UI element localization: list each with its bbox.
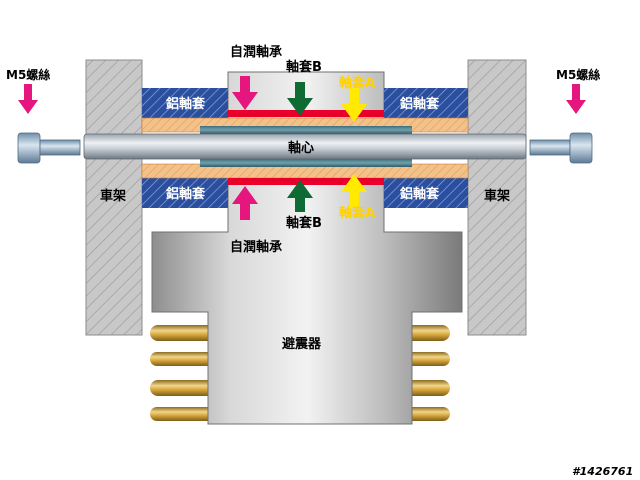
arrow-sleeve-a-top-icon xyxy=(341,88,367,122)
label-al-sleeve-bottom-right: 鋁軸套 xyxy=(399,186,440,202)
label-sleeve-b-bottom: 軸套B xyxy=(286,215,322,231)
label-axle: 軸心 xyxy=(288,140,314,156)
watermark: #1426761 xyxy=(572,465,633,478)
m5-bolt-left xyxy=(17,132,81,164)
al-sleeve-bottom-left xyxy=(142,178,228,208)
m5-bolt-right xyxy=(529,132,593,164)
arrow-sleeve-b-top-icon xyxy=(287,82,313,116)
bearing-top xyxy=(228,110,384,117)
label-shock: 避震器 xyxy=(282,336,322,352)
label-m5-left: M5螺絲 xyxy=(6,67,50,82)
label-m5-right: M5螺絲 xyxy=(556,67,600,82)
label-bearing-top: 自潤軸承 xyxy=(230,44,282,60)
frame-right xyxy=(467,59,527,336)
label-al-sleeve-top-right: 鋁軸套 xyxy=(399,96,440,112)
label-sleeve-b-top: 軸套B xyxy=(286,59,322,75)
label-frame-right: 車架 xyxy=(484,188,510,204)
label-frame-left: 車架 xyxy=(100,188,126,204)
label-sleeve-a-top: 軸套A xyxy=(339,75,375,91)
bearing-bottom xyxy=(228,178,384,185)
label-sleeve-a-bottom: 軸套A xyxy=(339,205,375,221)
arrow-bearing-top-icon xyxy=(232,76,258,110)
arrow-bearing-bottom-icon xyxy=(232,186,258,220)
label-al-sleeve-bottom-left: 鋁軸套 xyxy=(165,186,206,202)
arrow-m5-right-icon xyxy=(566,84,586,114)
label-al-sleeve-top-left: 鋁軸套 xyxy=(165,96,206,112)
sleeve-b-top xyxy=(200,126,412,134)
sleeve-b-bottom xyxy=(200,159,412,167)
arrow-sleeve-b-bottom-icon xyxy=(287,180,313,212)
label-bearing-bottom: 自潤軸承 xyxy=(230,239,282,255)
arrow-m5-left-icon xyxy=(18,84,38,114)
arrow-sleeve-a-bottom-icon xyxy=(341,174,367,208)
al-sleeve-bottom-right xyxy=(384,178,468,208)
al-sleeve-top-right xyxy=(384,88,468,118)
al-sleeve-top-left xyxy=(142,88,228,118)
axle xyxy=(83,133,527,160)
